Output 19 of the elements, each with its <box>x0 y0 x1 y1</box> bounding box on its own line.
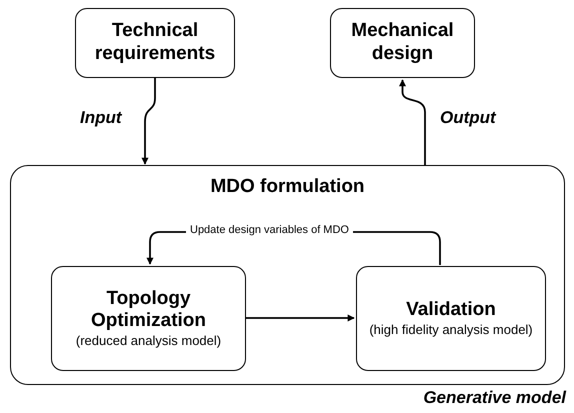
arrow <box>142 78 156 165</box>
node-title: Technical requirements <box>94 20 216 66</box>
process-box <box>75 8 235 78</box>
edge-label: Update design variables of MDO <box>186 224 353 236</box>
container-box <box>10 165 565 385</box>
process-box <box>51 266 246 371</box>
node-label: Generative model <box>423 388 566 408</box>
arrow <box>399 79 426 165</box>
node-subtitle: (high fidelity analysis model) <box>369 322 533 338</box>
process-box <box>330 8 475 78</box>
arrow <box>245 314 355 322</box>
edge-label: Input <box>80 108 122 128</box>
edge-label: Output <box>440 108 496 128</box>
node-title: Topology Optimization <box>90 288 208 334</box>
node-title: MDO formulation <box>210 176 365 199</box>
node-title: Validation <box>406 298 496 322</box>
node-title: Mechanical design <box>350 20 455 66</box>
node-subtitle: (reduced analysis model) <box>76 333 222 350</box>
process-box <box>356 266 546 371</box>
